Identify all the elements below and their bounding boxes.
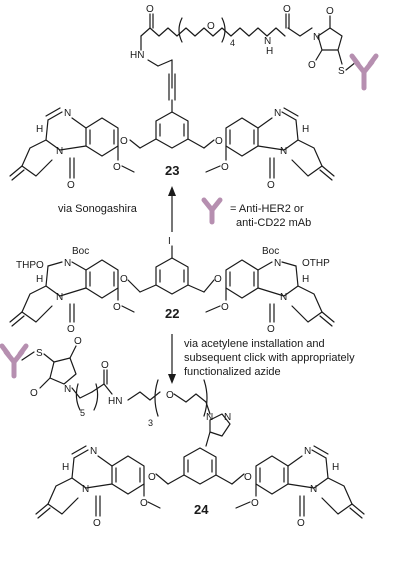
triazole-n1: N: [206, 412, 213, 423]
ether-o-22-right: O: [214, 274, 222, 285]
pbd-n-22-right: N: [280, 292, 287, 303]
ether-o-22-left: O: [120, 274, 128, 285]
pbd-n-right: N: [280, 146, 287, 157]
lactam-o-24-left: O: [93, 518, 101, 529]
succinimide-n-label: N: [313, 32, 320, 43]
succ-n-24: N: [64, 384, 71, 395]
arrow-down-click: via acetylene installation and subsequen…: [168, 334, 355, 384]
imine-n-right: N: [274, 108, 281, 119]
thioether-s-label: S: [338, 66, 345, 77]
s-24-label: S: [36, 348, 43, 359]
h-24-right: H: [332, 462, 339, 473]
h-22-right: H: [302, 274, 309, 285]
repeat-5: 5: [80, 408, 85, 418]
imine-n-24-right: N: [304, 446, 311, 457]
amide-h-label: H: [266, 46, 273, 57]
othp-left: THPO: [16, 260, 44, 271]
compound-22-label: 22: [165, 306, 179, 321]
succ-o2-24: O: [30, 388, 38, 399]
arrow-up-sonogashira: via Sonogashira: [58, 186, 176, 232]
pbd-n-22-left: N: [56, 292, 63, 303]
ether-o-24-left: O: [148, 472, 156, 483]
peg-o-24: O: [166, 390, 174, 401]
n-boc-right: N: [274, 258, 281, 269]
ether-o-24-right: O: [244, 472, 252, 483]
methoxy-24-right: O: [251, 498, 259, 509]
methoxy-24-left: O: [140, 498, 148, 509]
h-24-left: H: [62, 462, 69, 473]
methoxy-o-right: O: [221, 162, 229, 173]
amide-n-label: N: [264, 36, 271, 47]
imine-n-24-left: N: [90, 446, 97, 457]
antibody-legend-icon: [201, 197, 223, 225]
lactam-o-24-right: O: [297, 518, 305, 529]
click-caption-2: subsequent click with appropriately: [184, 352, 355, 364]
methoxy-o-left: O: [113, 162, 121, 173]
compound-24-label: 24: [194, 502, 209, 517]
succinimide-o1: O: [326, 6, 334, 17]
compound-22: I O O O N Boc THPO H N O: [9, 236, 335, 335]
lactam-o-left: O: [67, 180, 75, 191]
lactam-o-right: O: [267, 180, 275, 191]
compound-24: S O O N 5 O HN O 3 N N: [0, 336, 365, 529]
lactam-o-22-left: O: [67, 324, 75, 335]
amide-hn-24: HN: [108, 396, 122, 407]
n-boc-left: N: [64, 258, 71, 269]
carbonyl-o-label: O: [146, 4, 154, 15]
boc-left: Boc: [72, 246, 89, 257]
pbd-n-24-right: N: [310, 484, 317, 495]
click-caption-3: functionalized azide: [184, 366, 281, 378]
peg-repeat-4: 4: [230, 38, 235, 48]
peg-o-label: O: [207, 21, 215, 32]
compound-23: O HN O 4 N H O N O O S: [9, 4, 379, 191]
sonogashira-caption: via Sonogashira: [58, 203, 138, 215]
ether-o-left: O: [120, 136, 128, 147]
antibody-legend: = Anti-HER2 or anti-CD22 mAb: [201, 197, 311, 229]
triazole-n2: N: [224, 412, 231, 423]
h-right: H: [302, 124, 309, 135]
carbonyl2-o-label: O: [283, 4, 291, 15]
pbd-n-left: N: [56, 146, 63, 157]
amide-hn-label: HN: [130, 50, 144, 61]
succ-o1-24: O: [74, 336, 82, 347]
succinimide-o2: O: [308, 60, 316, 71]
ether-o-right: O: [215, 136, 223, 147]
imine-n-left: N: [64, 108, 71, 119]
pbd-n-24-left: N: [82, 484, 89, 495]
iodo-label: I: [168, 236, 171, 247]
methoxy-22-right: O: [221, 302, 229, 313]
compound-23-label: 23: [165, 163, 179, 178]
amide-o-24: O: [101, 360, 109, 371]
methoxy-22-left: O: [113, 302, 121, 313]
h-22-left: H: [36, 274, 43, 285]
repeat-3: 3: [148, 418, 153, 428]
click-caption-1: via acetylene installation and: [184, 338, 325, 350]
othp-right: OTHP: [302, 258, 330, 269]
lactam-o-22-right: O: [267, 324, 275, 335]
h-left: H: [36, 124, 43, 135]
antibody-icon-24: [0, 343, 29, 379]
legend-line1: = Anti-HER2 or: [230, 203, 304, 215]
antibody-icon: [349, 53, 379, 91]
legend-line2: anti-CD22 mAb: [236, 217, 311, 229]
boc-right: Boc: [262, 246, 279, 257]
